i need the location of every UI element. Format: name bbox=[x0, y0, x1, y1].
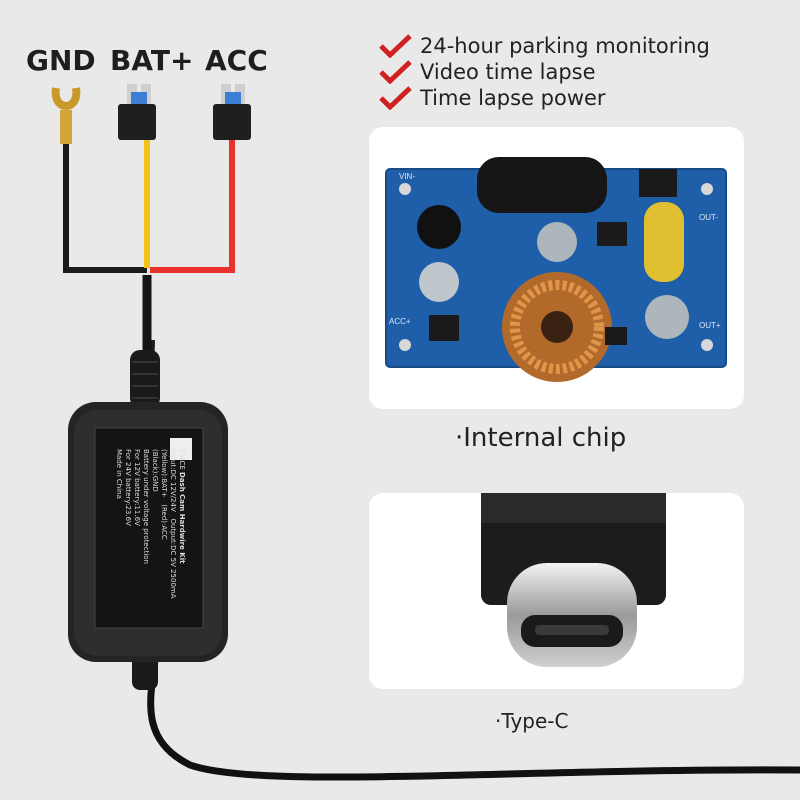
device-label-area bbox=[94, 427, 204, 629]
device-origin: Made in China bbox=[115, 449, 123, 499]
checkmark-icon bbox=[379, 60, 412, 84]
pcb-label-acc: ACC+ bbox=[389, 317, 411, 326]
checkmark-icon bbox=[379, 86, 412, 110]
gnd-fork-terminal bbox=[51, 87, 81, 144]
checkmark-icon bbox=[379, 34, 412, 58]
feature-item: 24-hour parking monitoring bbox=[378, 33, 710, 59]
device-brand: E-ACE bbox=[178, 449, 186, 470]
device-protection: Battery under voltage protection bbox=[142, 449, 150, 564]
device-output: Output:DC 5V 2500mA bbox=[169, 518, 177, 599]
pcb-label-vin: VIN- bbox=[399, 172, 415, 181]
device-v24: For 24V battery:23.6V bbox=[124, 449, 132, 526]
pcb-illustration bbox=[385, 157, 727, 382]
brand-logo-icon bbox=[170, 438, 192, 460]
device-red: (Red):ACC bbox=[160, 504, 168, 540]
chip-panel: VIN- ACC+ OUT- OUT+ bbox=[369, 127, 744, 409]
device-label-text: E-ACE Dash Cam Hardwire Kit Input:DC 12V… bbox=[114, 449, 186, 659]
usb-c-panel bbox=[369, 493, 744, 689]
device-product: Dash Cam Hardwire Kit bbox=[178, 472, 186, 564]
device-yellow: (Yellow):BAT+ bbox=[160, 449, 168, 498]
acc-label: ACC bbox=[205, 44, 268, 77]
feature-text: Time lapse power bbox=[420, 86, 606, 110]
pcb-label-out-minus: OUT- bbox=[699, 213, 719, 222]
bat-fuse-tap bbox=[118, 84, 156, 140]
acc-wire bbox=[150, 140, 235, 273]
feature-text: Video time lapse bbox=[420, 60, 596, 84]
output-cable bbox=[147, 659, 800, 781]
usb-c-caption: ·Type-C bbox=[495, 709, 569, 733]
bat-label: BAT+ bbox=[110, 44, 194, 77]
feature-item: Video time lapse bbox=[378, 59, 596, 85]
acc-fuse-tap bbox=[213, 84, 251, 140]
chip-caption: ·Internal chip bbox=[455, 423, 627, 453]
feature-text: 24-hour parking monitoring bbox=[420, 34, 710, 58]
feature-item: Time lapse power bbox=[378, 85, 606, 111]
pcb-label-out-plus: OUT+ bbox=[699, 321, 721, 330]
gnd-label: GND bbox=[26, 44, 96, 77]
usb-c-connector-icon bbox=[481, 493, 666, 667]
device-input: Input:DC 12V/24V bbox=[169, 449, 177, 512]
device-v12: For 12V battery:11.6V bbox=[133, 449, 141, 526]
gnd-wire bbox=[63, 140, 147, 273]
device-black: (Black):GND bbox=[151, 449, 159, 492]
